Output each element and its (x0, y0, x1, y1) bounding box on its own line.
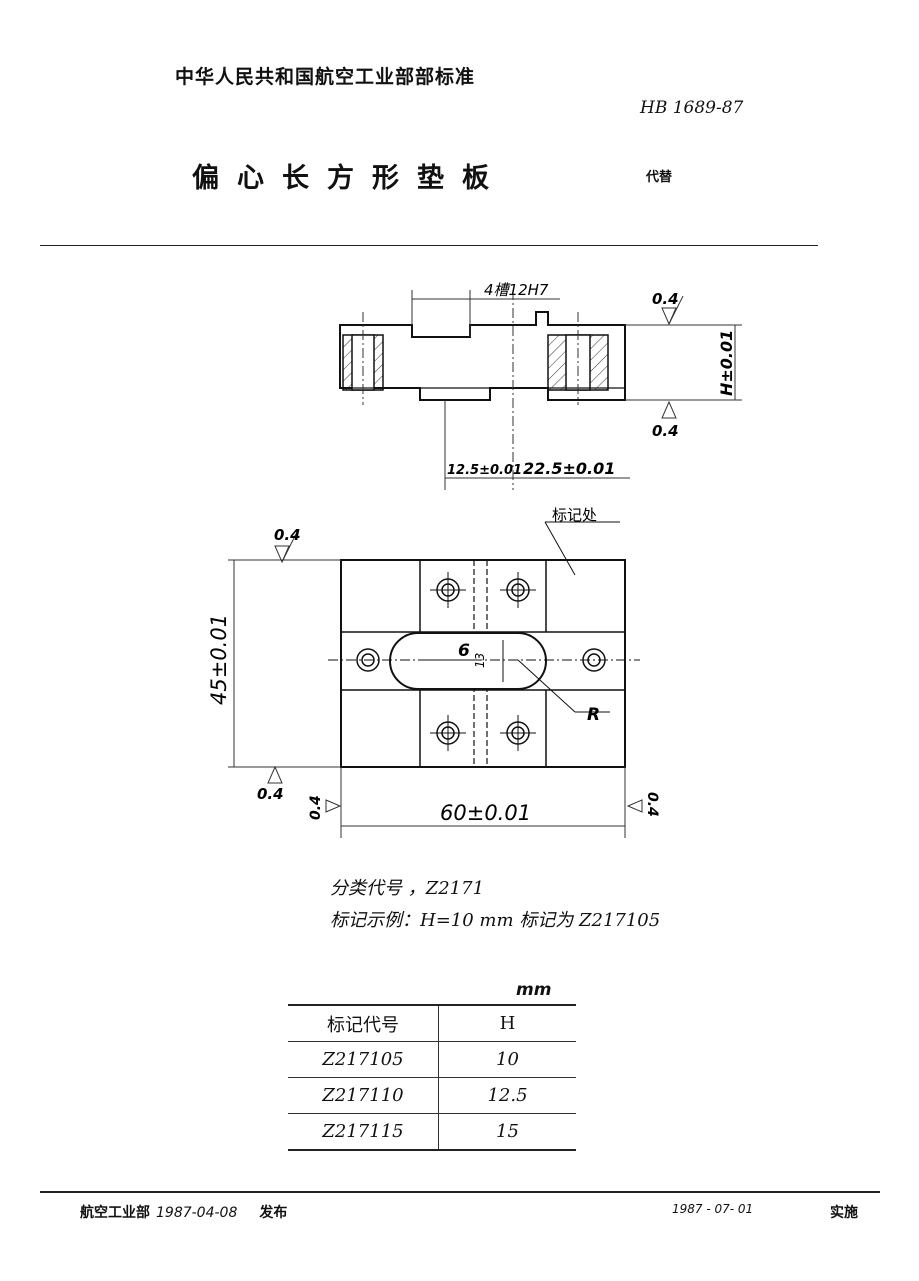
slot-dimension-6: 6 (458, 641, 470, 661)
table-row: Z217110 12.5 (288, 1077, 576, 1114)
cell-code: Z217105 (288, 1041, 439, 1078)
plan-view (328, 521, 640, 768)
marking-location-label: 标记处 (552, 506, 597, 524)
specification-table: 标记代号 H Z217105 10 Z217110 12.5 Z217115 1… (288, 1004, 576, 1151)
table-row: Z217115 15 (288, 1113, 576, 1151)
cell-h: 10 (438, 1041, 576, 1078)
replaces-label: 代替 (646, 170, 673, 185)
document-title: 偏心长方形垫板 (192, 163, 507, 194)
roughness-top: 0.4 (652, 290, 679, 308)
standard-code: HB 1689-87 (640, 98, 744, 118)
width-dimension-60: 60±0.01 (440, 801, 531, 825)
header-marking-code: 标记代号 (288, 1004, 439, 1042)
footer-issue: 航空工业部 1987-04-08 发布 (80, 1202, 287, 1222)
issue-date: 1987-04-08 (156, 1205, 238, 1221)
offset-dimension-1: 12.5±0.01 (447, 463, 522, 478)
classification-code: 分类代号 ，Z2171 (330, 878, 485, 899)
header-h: H (438, 1004, 576, 1042)
roughness-right: 0.4 (644, 792, 660, 817)
offset-dimension-2: 22.5±0.01 (523, 459, 615, 478)
header-divider (40, 245, 818, 246)
footer-divider (40, 1191, 880, 1193)
cell-h: 15 (438, 1113, 576, 1151)
slot-dimension-13: 13 (473, 653, 487, 668)
marking-example: 标记示例：H=10 mm 标记为 Z217105 (330, 910, 661, 931)
table-row: Z217105 10 (288, 1041, 576, 1078)
roughness-top-left: 0.4 (274, 526, 301, 544)
table-unit: mm (516, 980, 552, 1000)
table-header-row: 标记代号 H (288, 1004, 576, 1042)
roughness-bottom-left: 0.4 (257, 785, 284, 803)
effective-date: 1987 - 07- 01 (672, 1202, 754, 1216)
section-view (339, 311, 626, 401)
issuer: 航空工业部 (80, 1205, 150, 1221)
radius-label: R (587, 705, 600, 725)
height-dimension: H±0.01 (717, 330, 736, 396)
roughness-left: 0.4 (308, 795, 324, 820)
cell-h: 12.5 (438, 1077, 576, 1114)
height-dimension-45: 45±0.01 (207, 614, 231, 705)
slot-label: 4槽12H7 (484, 281, 549, 299)
effective-label: 实施 (830, 1205, 858, 1221)
roughness-bottom: 0.4 (652, 422, 679, 440)
issue-label: 发布 (259, 1205, 288, 1221)
cell-code: Z217115 (288, 1113, 439, 1151)
cell-code: Z217110 (288, 1077, 439, 1114)
issuing-organization: 中华人民共和国航空工业部部标准 (175, 66, 476, 88)
